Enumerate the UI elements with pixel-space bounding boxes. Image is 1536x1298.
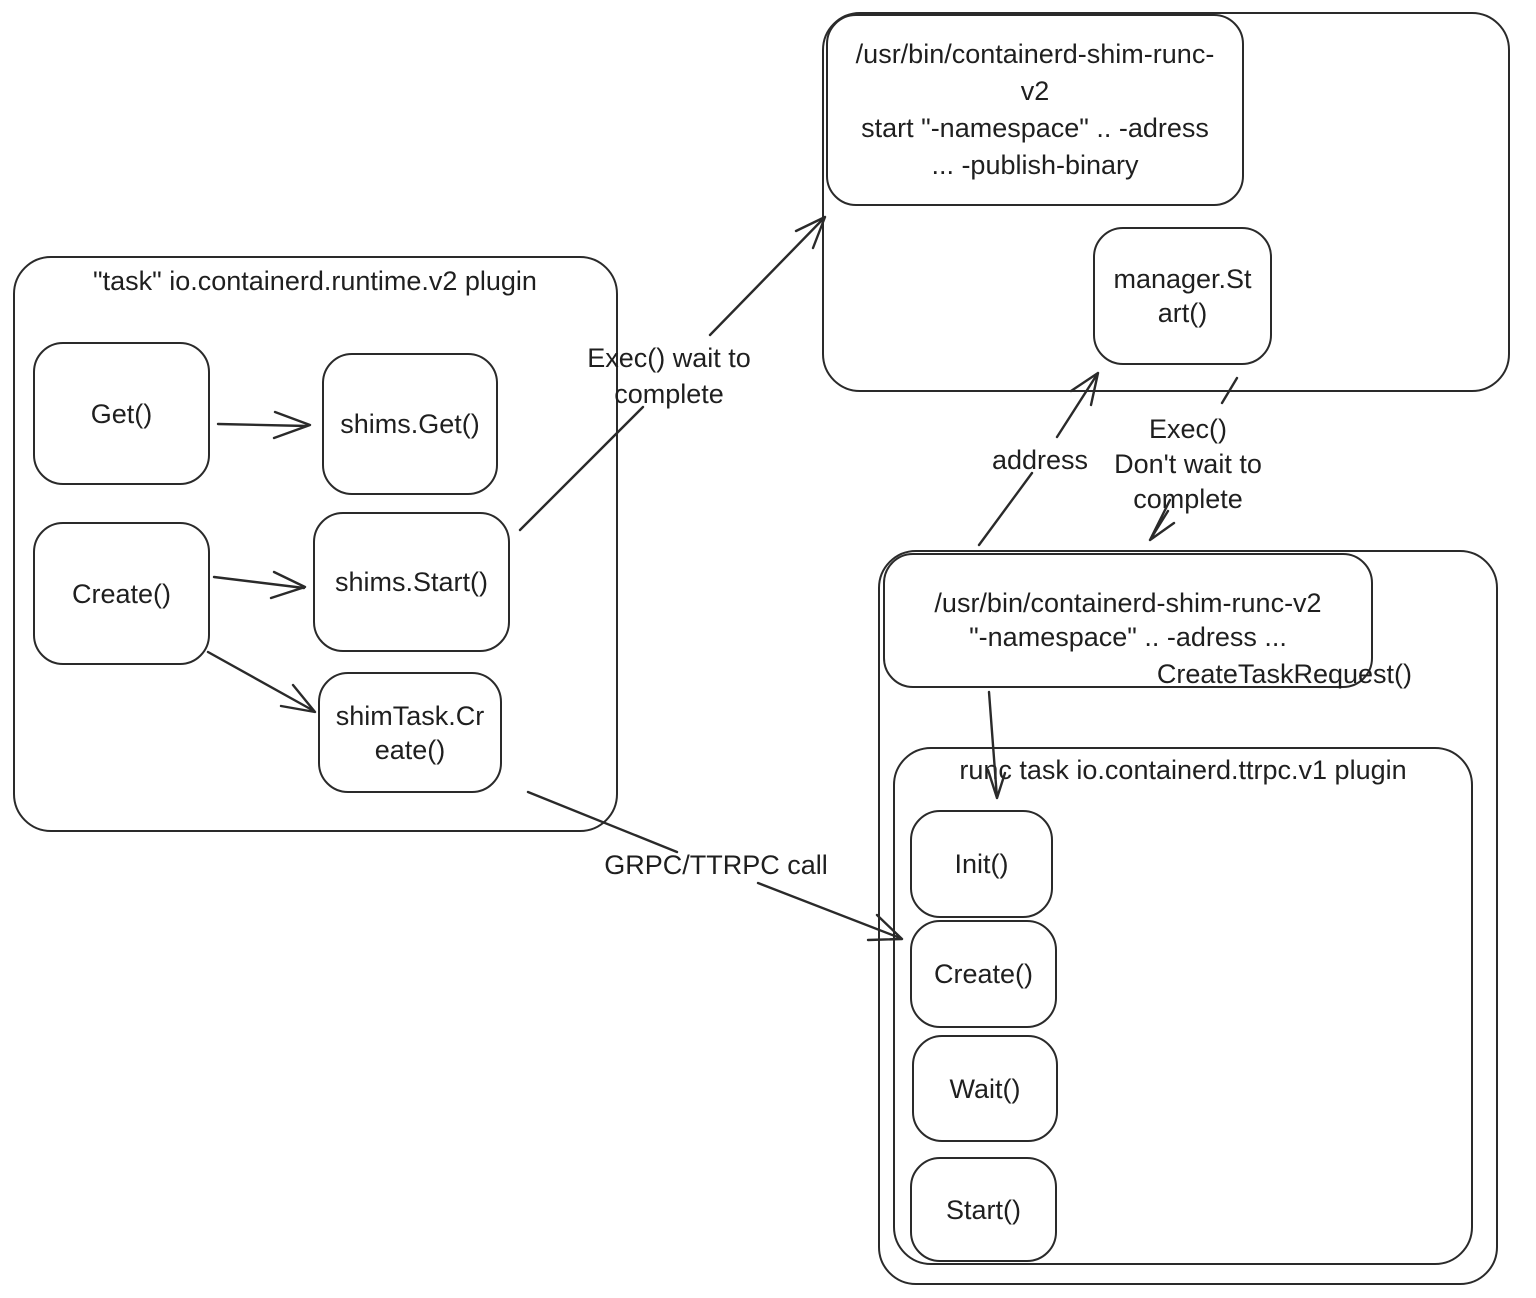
node-shims-get: shims.Get() — [322, 353, 498, 495]
exec-no-wait-label: Exec() Don't wait to complete — [1114, 414, 1262, 514]
runc-plugin-title: runc task io.containerd.ttrpc.v1 plugin — [959, 755, 1407, 785]
shim-create-command-text: /usr/bin/containerd-shim-runc-v2 "-names… — [934, 588, 1322, 652]
task-plugin-title: "task" io.containerd.runtime.v2 plugin — [93, 266, 537, 296]
node-runc-create-label: Create() — [933, 959, 1034, 989]
node-init-label: Init() — [954, 849, 1009, 879]
node-get-label: Get() — [90, 398, 153, 429]
node-runc-start: Start() — [910, 1157, 1057, 1262]
node-get: Get() — [33, 342, 210, 485]
node-create-label: Create() — [71, 578, 172, 609]
node-wait-label: Wait() — [949, 1073, 1021, 1104]
node-create: Create() — [33, 522, 210, 665]
node-init: Init() — [910, 810, 1053, 918]
runc-plugin-container — [893, 747, 1473, 1265]
node-shimtask-create-label: shimTask.Cr eate() — [335, 700, 485, 765]
node-shimtask-create: shimTask.Cr eate() — [318, 672, 502, 793]
task-plugin-container — [13, 256, 618, 832]
shim-start-command-text: /usr/bin/containerd-shim-runc- v2 start … — [855, 39, 1215, 180]
node-shims-start: shims.Start() — [313, 512, 510, 652]
node-shims-get-label: shims.Get() — [340, 409, 480, 439]
node-runc-create: Create() — [910, 920, 1057, 1028]
grpc-call-label: GRPC/TTRPC call — [604, 850, 828, 880]
node-manager-start-label: manager.St art() — [1113, 264, 1252, 328]
shim-create-command-box — [883, 553, 1373, 688]
node-runc-start-label: Start() — [945, 1194, 1021, 1225]
node-manager-start: manager.St art() — [1093, 227, 1272, 365]
node-shims-start-label: shims.Start() — [334, 567, 488, 597]
node-wait: Wait() — [912, 1035, 1058, 1142]
shim-start-command-box: /usr/bin/containerd-shim-runc- v2 start … — [826, 14, 1244, 206]
exec-wait-label: Exec() wait to complete — [587, 343, 751, 409]
create-task-request-label: CreateTaskRequest() — [1156, 659, 1412, 689]
